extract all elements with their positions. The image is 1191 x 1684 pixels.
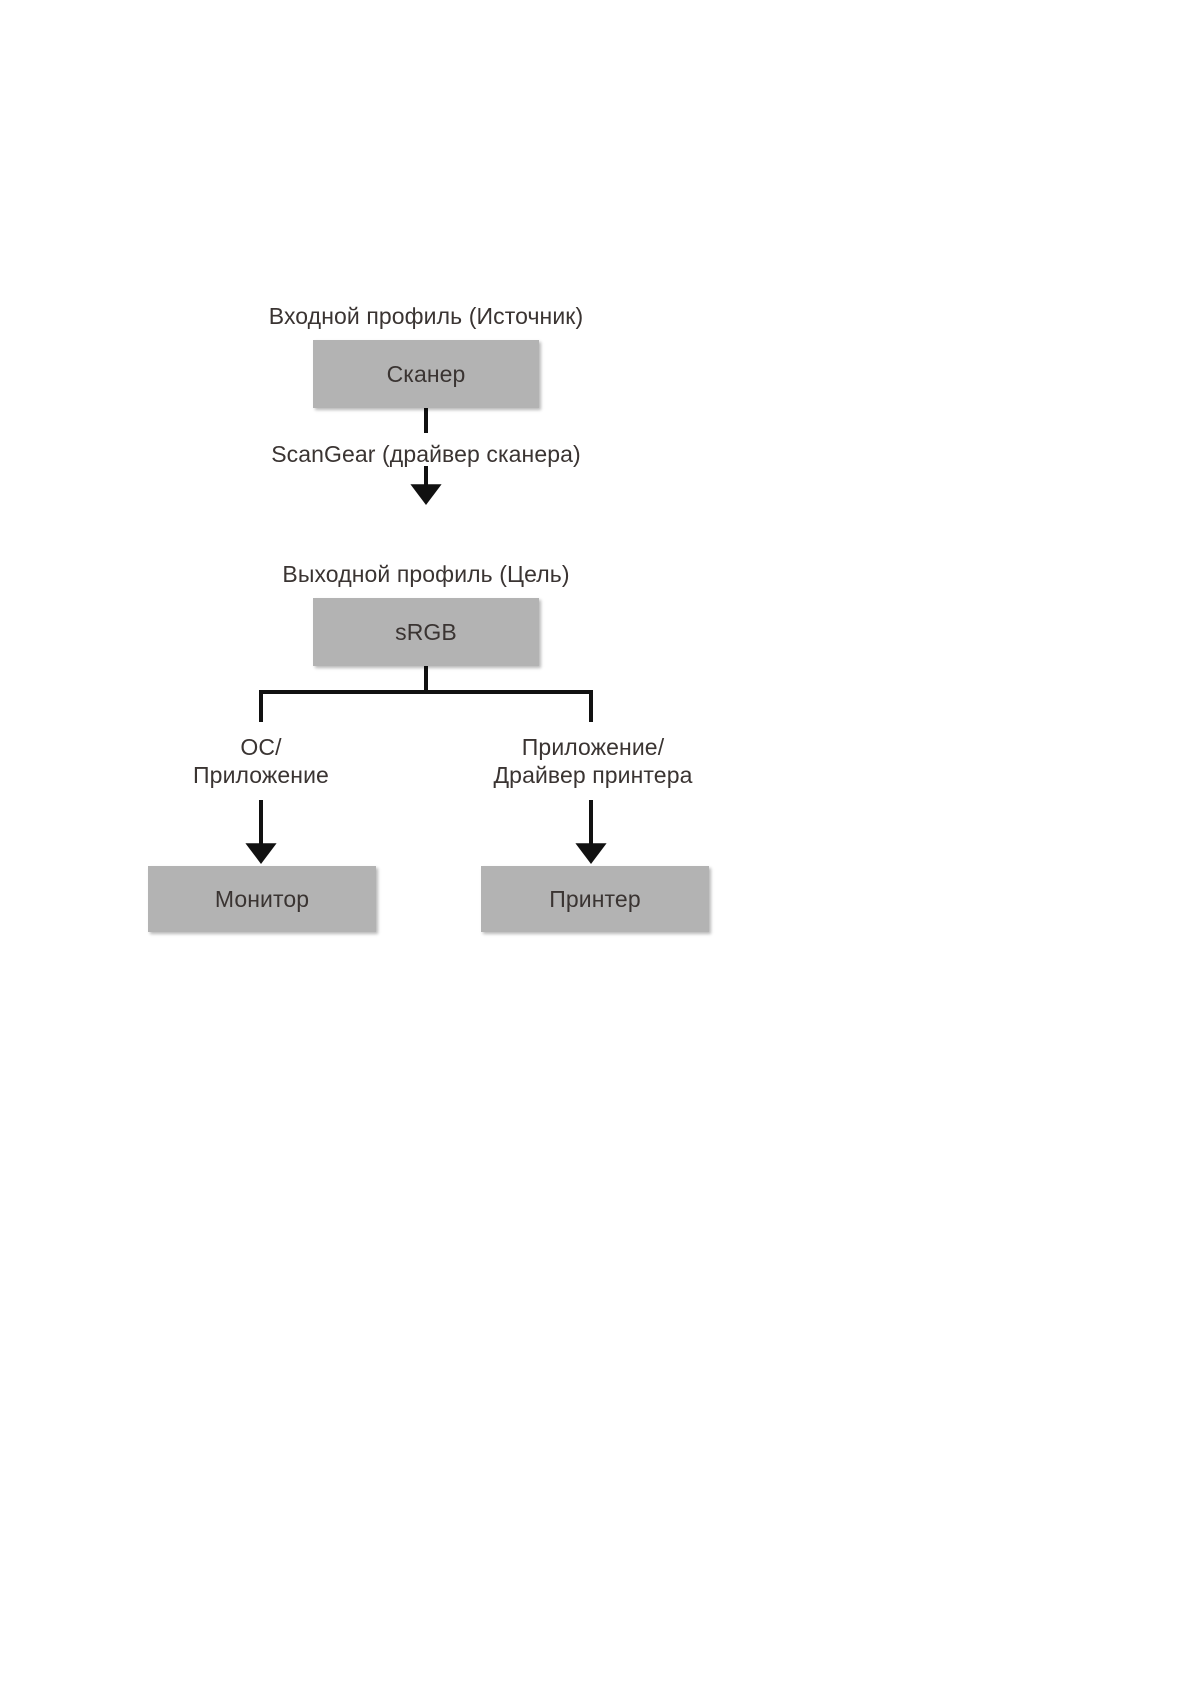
- node-monitor: Монитор: [148, 866, 376, 932]
- edge-label-application-printerdriver-line2: Драйвер принтера: [493, 762, 693, 789]
- node-monitor-label: Монитор: [214, 885, 310, 912]
- edge-label-application-printerdriver: Приложение/ Драйвер принтера: [443, 733, 743, 789]
- edge-label-application-printerdriver-line1: Приложение/: [521, 734, 665, 760]
- node-srgb: sRGB: [313, 598, 539, 666]
- caption-output-profile: Выходной профиль (Цель): [282, 561, 570, 587]
- edge-label-scangear: ScanGear (драйвер сканера): [271, 441, 581, 467]
- node-printer-label: Принтер: [549, 885, 641, 912]
- node-srgb-label: sRGB: [395, 618, 457, 645]
- edge-label-os-application-line1: ОС/: [240, 734, 282, 760]
- node-printer: Принтер: [481, 866, 709, 932]
- edge-label-os-application: ОС/ Приложение: [146, 733, 376, 789]
- caption-input-profile: Входной профиль (Источник): [268, 303, 584, 329]
- node-scanner: Сканер: [313, 340, 539, 408]
- node-scanner-label: Сканер: [386, 360, 466, 387]
- edge-label-os-application-line2: Приложение: [193, 762, 329, 789]
